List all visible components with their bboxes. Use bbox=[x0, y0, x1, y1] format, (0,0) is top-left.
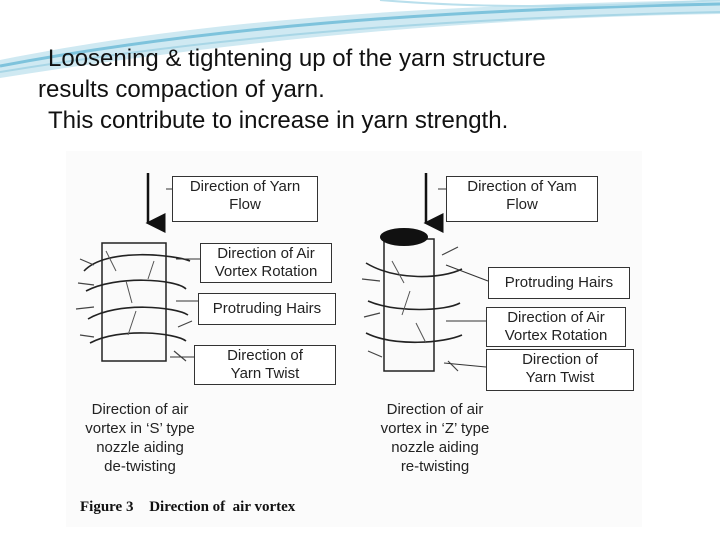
right-nozzle-caption: Direction of air vortex in ‘Z’ type nozz… bbox=[380, 401, 490, 475]
slide-body-text: Loosening & tightening up of the yarn st… bbox=[38, 43, 698, 136]
figure-title: Direction of air vortex bbox=[149, 499, 296, 515]
figure-caption: Figure 3 Direction of air vortex bbox=[80, 499, 307, 516]
right-yarn-flow-label: Direction of Yam Flow bbox=[446, 176, 598, 222]
left-yarn-twist-label: Direction of Yarn Twist bbox=[194, 345, 336, 385]
right-protruding-hairs-label: Protruding Hairs bbox=[488, 267, 630, 299]
left-yarn-flow-label: Direction of Yarn Flow bbox=[172, 176, 318, 222]
text-line-3: This contribute to increase in yarn stre… bbox=[48, 107, 509, 134]
text-line-2: results compaction of yarn. bbox=[38, 76, 325, 103]
text-line-1: Loosening & tightening up of the yarn st… bbox=[48, 45, 546, 72]
left-nozzle-caption: Direction of air vortex in ‘S’ type nozz… bbox=[85, 401, 195, 475]
left-leader-lines bbox=[166, 188, 202, 358]
header-swoosh-decoration bbox=[0, 0, 720, 78]
right-yarn-twist-label: Direction of Yarn Twist bbox=[486, 349, 634, 391]
left-protruding-hairs-label: Protruding Hairs bbox=[198, 293, 336, 325]
air-vortex-figure: Direction of Yarn Flow Direction of Air … bbox=[66, 151, 642, 527]
left-air-vortex-label: Direction of Air Vortex Rotation bbox=[200, 243, 332, 283]
right-leader-lines bbox=[438, 188, 489, 368]
figure-number: Figure 3 bbox=[80, 499, 134, 515]
yarn-diagram-drawing bbox=[75, 173, 489, 372]
left-yarn-body bbox=[75, 242, 193, 362]
right-yarn-body bbox=[361, 228, 463, 372]
right-air-vortex-label: Direction of Air Vortex Rotation bbox=[486, 307, 626, 347]
